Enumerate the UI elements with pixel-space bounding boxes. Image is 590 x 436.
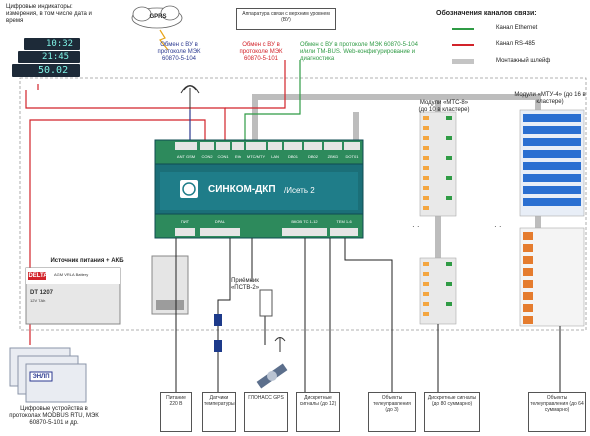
label-control-3: Объекты телеуправления (до 3) — [368, 392, 416, 432]
label-power-220: Питание 220 В — [160, 392, 192, 432]
exchange-104: Обмен с ВУ в протоколе МЭК 60870-5-104 — [157, 42, 201, 62]
power-supply — [151, 255, 189, 315]
device-title: СИНКОМ-ДКП — [208, 184, 276, 195]
legend-item-ribbon: Монтажный шлейф — [496, 58, 551, 64]
label-control-64: Объекты телеуправления (до 64 суммарно) — [528, 392, 586, 432]
battery-model: DT 1207 — [30, 290, 54, 296]
ethernet-line — [244, 60, 301, 143]
temperature-sensor-icon — [214, 314, 222, 352]
battery-type: AGM VRLA Battery — [54, 272, 89, 277]
indicator-value-3: 50.02 — [38, 65, 69, 76]
mts8-modules-bottom — [419, 257, 457, 325]
port-lan: LAN — [271, 154, 279, 159]
exchange-104-web: Обмен с ВУ в протоколе МЭК 60870-5-104 и… — [300, 42, 418, 62]
modbus-brand: ЭНЛП — [32, 374, 50, 380]
indicator-value-1: 10:32 — [46, 39, 74, 49]
legend-item-rs485: Канал RS-485 — [496, 41, 535, 47]
indicator-value-2: 21:45 — [42, 52, 70, 62]
power-label: Источник питания + АКБ — [50, 258, 124, 264]
legend-swatch-rs485 — [452, 44, 474, 46]
receiver-label: Приёмник «ПСТВ-2» — [230, 278, 260, 291]
legend-swatch-ethernet — [452, 28, 474, 30]
mtu4-modules-top — [519, 109, 585, 217]
port-mts: MTC/MTY — [246, 154, 266, 159]
battery-brand: DELTA — [28, 273, 48, 279]
digital-indicators — [12, 38, 80, 77]
signal-lines — [175, 238, 561, 392]
legend-item-ethernet: Канал Ethernet — [496, 25, 538, 31]
label-discrete-80: Дискретные сигналы (до 80 суммарно) — [424, 392, 480, 432]
indicators-caption: Цифровые индикаторы: измерения, в том чи… — [6, 4, 92, 24]
satellite-icon — [256, 363, 288, 389]
cabinet-frame — [19, 77, 587, 331]
device-subtitle: /Исеть 2 — [284, 186, 315, 195]
legend-swatch-ribbon — [452, 59, 474, 64]
sinkom-device — [154, 139, 364, 239]
mtu4-modules-bottom — [519, 227, 585, 327]
exchange-101: Обмен с ВУ в протоколе МЭК 60870-5-101 — [239, 42, 283, 62]
port-tem: ТЕМ 1-6 — [336, 219, 352, 224]
ribbon-cables — [252, 94, 541, 262]
label-discrete-12: Дискретные сигналы (до 12) — [296, 392, 340, 432]
svg-text:· ·: · · — [412, 222, 420, 231]
rs485-lines — [25, 60, 286, 345]
upper-level-box: Аппаратура связи с верхним уровнем (ВУ) — [236, 8, 336, 30]
label-glonass: ГЛОНАСС GPS — [244, 392, 288, 432]
gprs-label: GPRS — [149, 14, 167, 20]
signal-bolt-icon — [159, 29, 169, 51]
battery-spec: 12V 7Ah — [30, 298, 46, 303]
mtu4-label: Модули «МТУ-4» (до 16 в кластере) — [514, 92, 586, 105]
port-con1: CON1 — [217, 154, 229, 159]
label-digital-devices: Цифровые устройства в протоколах MODBUS … — [9, 406, 99, 426]
receiver-icon — [259, 289, 273, 317]
port-vkov: ВКОВ ТС 1-12 — [291, 219, 318, 224]
port-eth: Eth — [234, 154, 241, 159]
port-zbkd: ZBKD — [327, 154, 339, 159]
port-con2: CON2 — [201, 154, 213, 159]
port-dot01: DOT01 — [345, 154, 359, 159]
port-db01: DB01 — [287, 154, 298, 159]
gps-antenna-icon — [274, 337, 286, 352]
mts8-modules-top — [419, 111, 457, 217]
gprs-cloud-icon — [131, 5, 183, 29]
legend-title: Обозначения каналов связи: — [436, 10, 537, 17]
port-db02: DB02 — [307, 154, 318, 159]
label-temp-sensors: Датчики температуры — [202, 392, 236, 432]
mts8-label: Модули «МТС-8» (до 10 в кластере) — [418, 100, 470, 113]
antenna-icon — [180, 85, 200, 110]
battery — [25, 267, 121, 325]
port-ant-gsm: ANT GSM — [176, 154, 196, 159]
modbus-devices — [9, 347, 87, 403]
svg-text:· ·: · · — [494, 222, 502, 231]
port-power: ПИТ — [180, 219, 190, 224]
port-dpal: DPAL — [214, 219, 226, 224]
